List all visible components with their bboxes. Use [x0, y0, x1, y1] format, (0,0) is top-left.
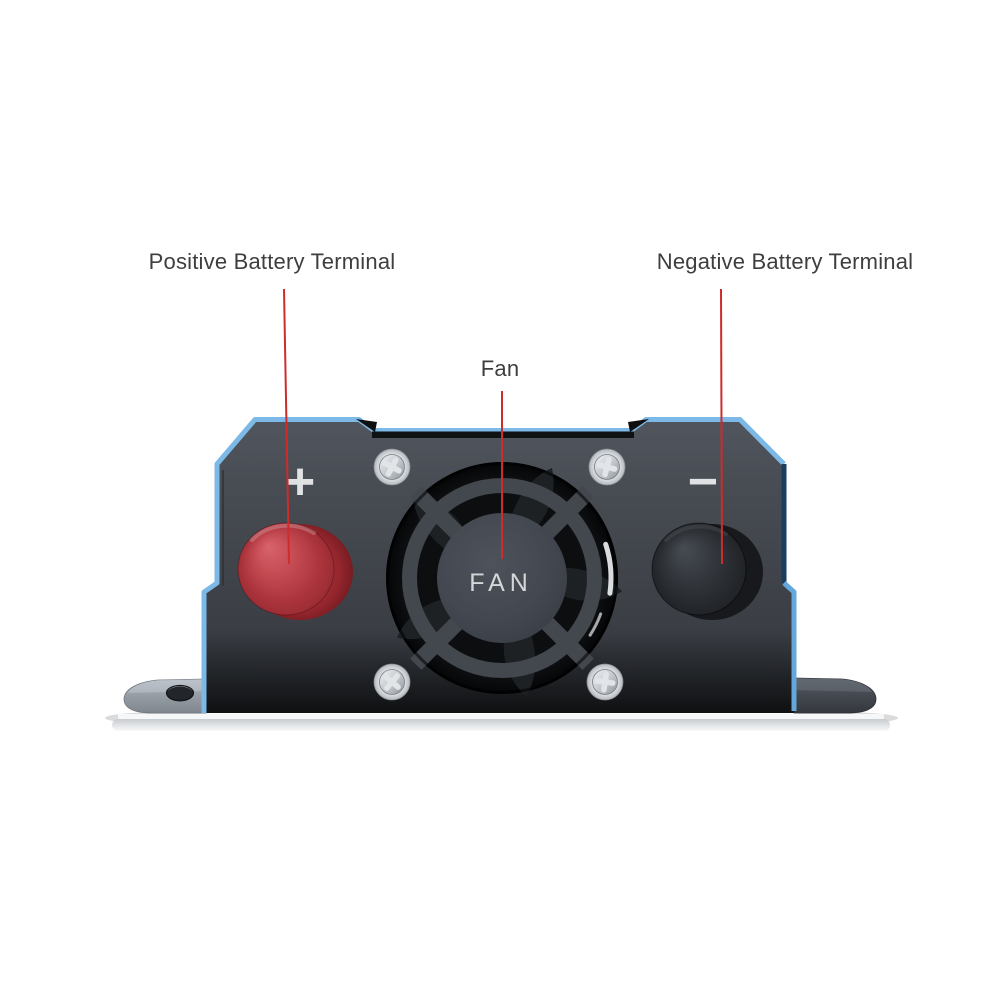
edge-lower-blue [782, 581, 797, 711]
fan-grille: FAN [386, 462, 623, 697]
mounting-bracket-right [793, 677, 877, 714]
blade-highlight [603, 541, 614, 596]
leader-line-positive [283, 288, 290, 565]
fan-hub [437, 513, 567, 643]
screw-top-left [373, 448, 411, 486]
leader-line-negative [720, 288, 723, 565]
fan-hub-text: FAN [469, 569, 533, 597]
minus-icon: − [688, 453, 718, 511]
screw-bottom-left [373, 663, 411, 701]
screw-bottom-right [586, 663, 624, 701]
positive-terminal [237, 522, 353, 620]
screw-top-right [588, 448, 626, 486]
label-negative-terminal: Negative Battery Terminal [656, 249, 914, 274]
label-positive-terminal: Positive Battery Terminal [148, 249, 396, 274]
mounting-bracket-left [123, 678, 207, 714]
label-fan: Fan [480, 356, 520, 381]
plus-icon: + [285, 453, 315, 511]
bracket-hole [166, 686, 194, 702]
surface-shadow [105, 712, 898, 731]
screws [373, 448, 626, 701]
